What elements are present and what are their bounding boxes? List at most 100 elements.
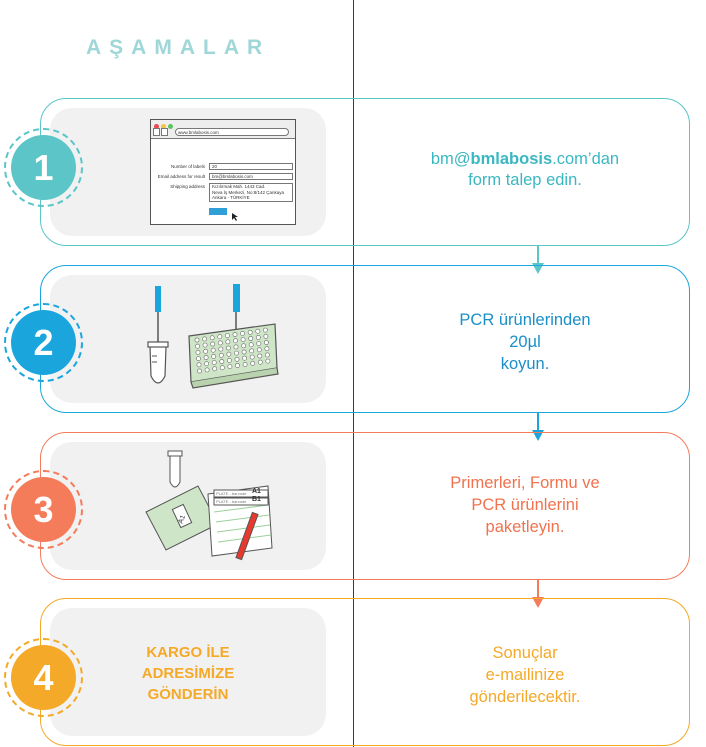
plate-well bbox=[241, 343, 246, 349]
arrow-3-4 bbox=[532, 580, 544, 608]
plate-well bbox=[248, 336, 254, 341]
label-row-1-value: A1 bbox=[252, 488, 261, 495]
plate-well bbox=[250, 360, 256, 366]
plate-well bbox=[203, 355, 209, 360]
plate-well bbox=[234, 356, 240, 362]
arrow-1-2 bbox=[532, 246, 544, 274]
plate-well bbox=[227, 364, 233, 369]
form-label-address: Shipping address bbox=[170, 184, 205, 189]
arrow-1-stem bbox=[537, 246, 539, 264]
center-divider bbox=[353, 0, 354, 747]
step-3-text: Primerleri, Formu ve PCR ürünlerini pake… bbox=[360, 473, 690, 538]
plate-well bbox=[263, 333, 269, 339]
step-2-line-1: PCR ürünlerinden bbox=[459, 311, 591, 329]
address-line-1: Kızılırmak Mah. 1443 Cad. bbox=[212, 184, 266, 189]
back-icon bbox=[153, 128, 160, 136]
step-1-text: bm@bmlabosis.com’dan form talep edin. bbox=[360, 149, 690, 191]
form-label-labels: Number of labels bbox=[170, 164, 205, 169]
plate-well bbox=[210, 341, 216, 347]
plate-well bbox=[249, 354, 255, 360]
plate-well bbox=[202, 336, 207, 342]
email-domain-bold: bmlabosis bbox=[470, 150, 553, 168]
address-line-3: Ankara - TÜRKİYE bbox=[212, 195, 250, 200]
plate-well bbox=[227, 358, 232, 363]
arrow-3-stem bbox=[537, 580, 539, 598]
label-row-1: PLATE - barcode bbox=[216, 491, 247, 496]
maximize-dot-icon bbox=[168, 124, 173, 129]
pipette-tube-icon bbox=[147, 286, 169, 384]
step-3-line-3: paketleyin. bbox=[485, 518, 565, 536]
form-field-email: bm@bmlabosis.com bbox=[209, 173, 293, 180]
step-1-badge: 1 bbox=[4, 128, 83, 207]
step-2-text: PCR ürünlerinden 20µl koyun. bbox=[360, 310, 690, 375]
step-1-line-1: bm@bmlabosis.com’dan bbox=[360, 149, 690, 170]
plate-well bbox=[212, 366, 218, 372]
page-title: AŞAMALAR bbox=[86, 36, 271, 59]
plate-well bbox=[196, 362, 202, 368]
plate-well bbox=[233, 344, 239, 350]
step-4-panel bbox=[50, 608, 326, 736]
plate-well bbox=[226, 345, 231, 351]
kargo-line-1: KARGO İLE bbox=[146, 644, 230, 661]
step-2-line-2: 20µl bbox=[509, 333, 541, 351]
arrow-2-stem bbox=[537, 413, 539, 431]
plate-well bbox=[233, 338, 238, 344]
plate-well bbox=[209, 335, 215, 341]
plate-well bbox=[225, 339, 231, 345]
step-3-badge: 3 bbox=[4, 470, 83, 549]
step-4-number: 4 bbox=[11, 645, 76, 710]
step-4-left-text: KARGO İLE ADRESİMİZE GÖNDERİN bbox=[128, 642, 248, 705]
plate-well bbox=[219, 359, 225, 364]
forward-icon bbox=[161, 128, 168, 136]
plate-well bbox=[217, 334, 223, 340]
arrow-1-head bbox=[532, 263, 544, 274]
plate-well bbox=[226, 351, 232, 357]
plate-well bbox=[241, 349, 247, 355]
plate-well bbox=[265, 358, 271, 364]
form-send-button bbox=[209, 208, 227, 215]
step-4-line-1: Sonuçlar bbox=[492, 644, 558, 662]
label-row-2-value: B1 bbox=[252, 496, 261, 503]
minimize-dot-icon bbox=[161, 124, 166, 129]
plate-well bbox=[247, 329, 253, 335]
kargo-line-3: GÖNDERİN bbox=[147, 686, 229, 703]
form-label-email: Email address for result bbox=[157, 174, 205, 179]
plate-well bbox=[255, 335, 261, 340]
plate-well bbox=[255, 328, 261, 334]
plate-well bbox=[204, 361, 209, 367]
arrow-2-head bbox=[532, 430, 544, 441]
plate-well bbox=[256, 341, 262, 346]
plate-well bbox=[194, 337, 200, 343]
plate-well bbox=[240, 331, 245, 336]
plate-well bbox=[210, 347, 216, 353]
plate-well bbox=[242, 362, 248, 367]
plate-well bbox=[240, 337, 246, 342]
plate-well bbox=[211, 360, 217, 365]
plate-well bbox=[264, 346, 270, 352]
plate-well bbox=[265, 352, 270, 358]
plate-well bbox=[263, 327, 268, 333]
plate-well bbox=[257, 353, 263, 359]
plate-well bbox=[195, 350, 201, 355]
plate-well bbox=[219, 365, 225, 371]
address-line-2: Neva İş Merkezi, No:8/142 Çankaya bbox=[212, 189, 285, 195]
plate-well bbox=[234, 350, 239, 356]
step-3-line-2: PCR ürünlerini bbox=[471, 496, 579, 514]
arrow-3-head bbox=[532, 597, 544, 608]
email-suffix: .com’dan bbox=[552, 150, 620, 168]
step-4-text: Sonuçlar e-mailinize gönderilecektir. bbox=[360, 643, 690, 708]
plate-well bbox=[225, 333, 230, 338]
step-4-line-2: e-mailinize bbox=[485, 666, 565, 684]
step-2-panel bbox=[50, 275, 326, 403]
form-field-labels: 20 bbox=[209, 163, 293, 170]
step-4-badge: 4 bbox=[4, 638, 83, 717]
step-2-number: 2 bbox=[11, 310, 76, 375]
step-4-line-3: gönderilecektir. bbox=[469, 688, 581, 706]
plate-well bbox=[202, 342, 208, 348]
step-1-number: 1 bbox=[11, 135, 76, 200]
step-2-line-3: koyun. bbox=[500, 355, 550, 373]
plate-well bbox=[217, 340, 223, 346]
plate-well bbox=[232, 332, 238, 337]
label-row-2: PLATE - barcode bbox=[216, 499, 247, 504]
package-illustration bbox=[145, 450, 273, 561]
